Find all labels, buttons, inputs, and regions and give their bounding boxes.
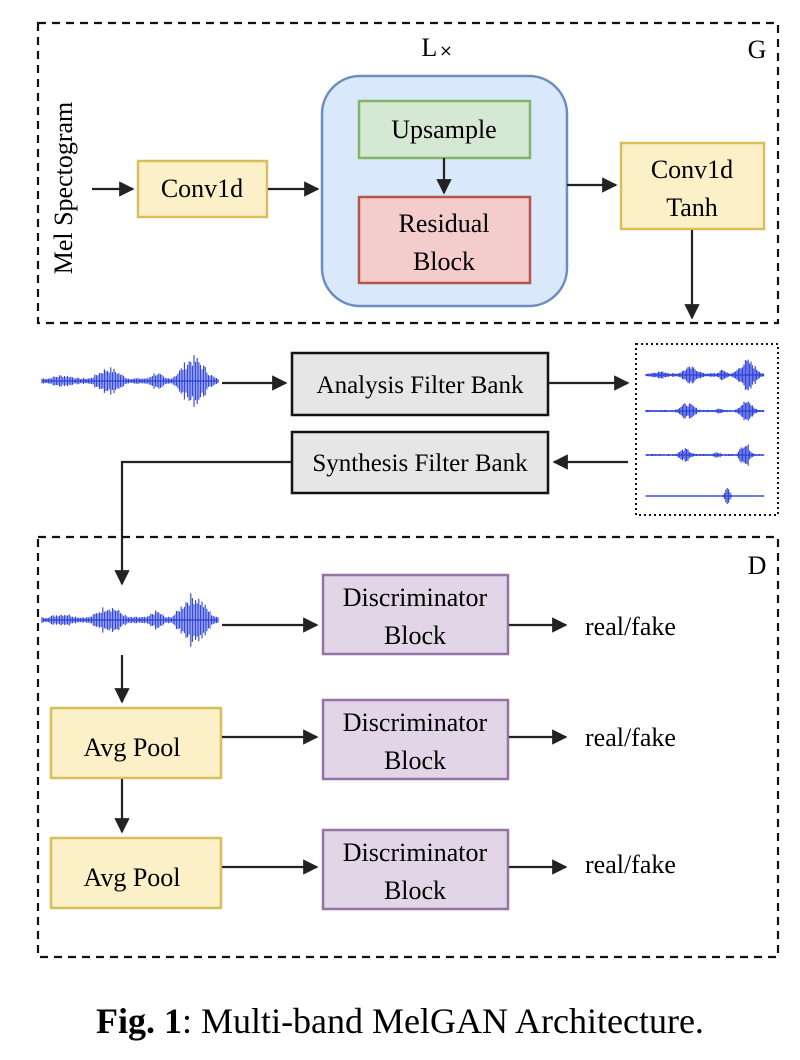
figure-caption-prefix: Fig. 1: [96, 1001, 183, 1041]
discriminator-block-3-line1: Discriminator: [343, 838, 488, 867]
discriminator-block-2: Discriminator Block: [321, 698, 510, 781]
synthesis-filter-bank-block: Synthesis Filter Bank: [290, 430, 550, 495]
avg-pool-label-2: Avg Pool: [83, 863, 180, 892]
residual-block: Residual Block: [357, 195, 532, 285]
avg-pool-block-2: Avg Pool: [49, 836, 223, 910]
conv1d-tanh-line2: Tanh: [666, 193, 718, 222]
avg-pool-label-1: Avg Pool: [83, 733, 180, 762]
conv1d-input-label: Conv1d: [161, 174, 243, 203]
generator-arrows: [92, 158, 700, 320]
discriminator-block-3: Discriminator Block: [321, 828, 510, 911]
conv1d-input-block: Conv1d: [136, 159, 269, 219]
waveform-subband-1: [645, 359, 765, 391]
waveform-subband-4: [645, 487, 765, 505]
synthesis-filter-bank-label: Synthesis Filter Bank: [312, 450, 528, 477]
output-label-2: real/fake: [585, 723, 676, 752]
residual-label-line1: Residual: [399, 209, 490, 238]
generator-region: [36, 21, 780, 325]
discriminator-block-1-line2: Block: [384, 621, 446, 650]
output-label-3: real/fake: [585, 850, 676, 879]
loop-mark: ×: [439, 41, 452, 60]
output-label-1: real/fake: [585, 612, 676, 641]
upsample-block: Upsample: [357, 99, 532, 160]
avg-pool-block-1: Avg Pool: [49, 706, 223, 780]
mel-spectogram-label: Mel Spectogram: [49, 102, 78, 275]
figure-caption: Fig. 1: Multi-band MelGAN Architecture.: [0, 1000, 800, 1042]
conv1d-tanh-line1: Conv1d: [651, 155, 733, 184]
upsample-label: Upsample: [391, 115, 496, 144]
analysis-filter-bank-label: Analysis Filter Bank: [317, 372, 524, 399]
discriminator-arrows: [114, 617, 568, 875]
loop-label: L×: [421, 33, 452, 62]
conv1d-tanh-block: Conv1d Tanh: [619, 141, 766, 231]
discriminator-block-3-line2: Block: [384, 876, 446, 905]
discriminator-block-2-line1: Discriminator: [343, 708, 488, 737]
waveform-synthesized: [41, 593, 219, 647]
figure-caption-text: : Multi-band MelGAN Architecture.: [182, 1001, 704, 1041]
loop-label-l: L: [421, 33, 437, 62]
architecture-diagram: G L× Mel Spectogram Conv1d Upsample Resi…: [36, 21, 780, 959]
waveform-subband-2: [645, 401, 765, 421]
discriminator-region: [36, 535, 780, 959]
waveform-fullband-input: [41, 355, 219, 407]
subband-waveforms-frame: [635, 343, 779, 516]
filter-arrows: [114, 375, 630, 586]
residual-label-line2: Block: [413, 247, 475, 276]
discriminator-block-1: Discriminator Block: [321, 573, 510, 656]
analysis-filter-bank-block: Analysis Filter Bank: [290, 351, 550, 417]
discriminator-block-2-line2: Block: [384, 746, 446, 775]
generator-tag: G: [748, 35, 767, 64]
discriminator-block-1-line1: Discriminator: [343, 583, 488, 612]
waveform-subband-3: [645, 444, 765, 466]
discriminator-tag: D: [748, 551, 767, 580]
arrow-synthesis-to-discriminator: [114, 460, 292, 586]
